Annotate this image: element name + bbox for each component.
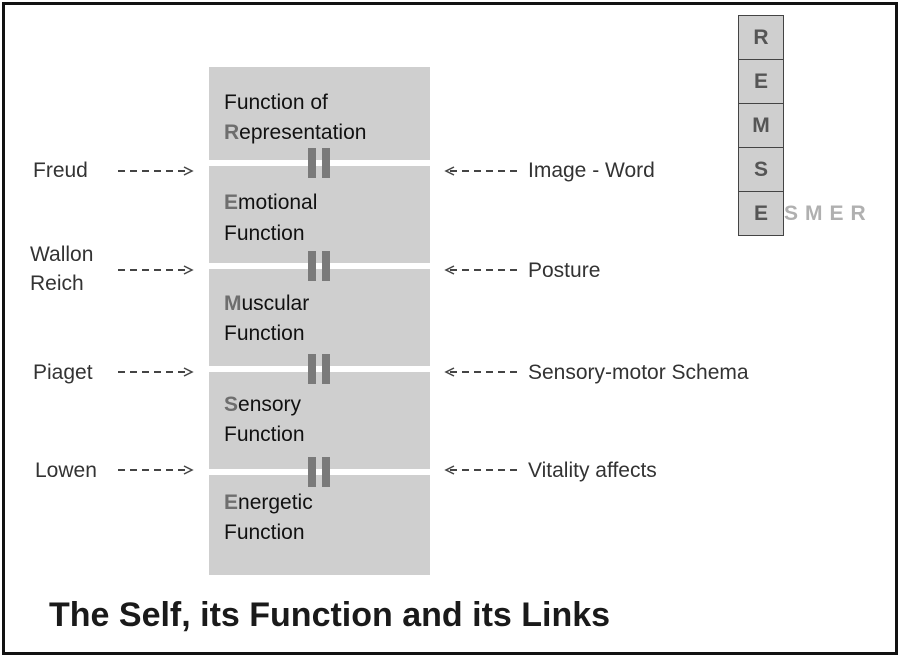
esmer-suffix: SMER xyxy=(784,202,873,225)
remse-letter-m: M xyxy=(738,104,784,148)
block-sensory-line2: Function xyxy=(224,423,305,446)
link-bars-1 xyxy=(308,148,330,178)
remse-letter-r: R xyxy=(738,15,784,60)
block-energetic-line2: Function xyxy=(224,521,305,544)
block-sensory-rest: ensory xyxy=(238,393,302,416)
block-emotional-rest: motional xyxy=(238,191,318,214)
left-link-freud: Freud xyxy=(33,159,88,182)
arrow-lowen xyxy=(118,465,194,475)
block-energetic-rest: nergetic xyxy=(238,491,313,514)
block-muscular-line2: Function xyxy=(224,322,305,345)
separator-2 xyxy=(209,263,430,269)
block-emotional-line1: Emotional xyxy=(224,188,317,218)
block-muscular-rest: uscular xyxy=(241,292,310,315)
initial-s: S xyxy=(224,393,239,416)
separator-4 xyxy=(209,469,430,475)
block-emotional: Emotional Function xyxy=(209,166,430,263)
right-link-posture: Posture xyxy=(528,259,601,282)
remse-letter-s: S xyxy=(738,148,784,192)
left-link-reich: Reich xyxy=(30,272,84,295)
block-energetic-line1: Energetic xyxy=(224,488,313,518)
separator-3 xyxy=(209,366,430,372)
left-link-wallon: Wallon xyxy=(30,243,94,266)
function-stack: Function of Representation Emotional Fun… xyxy=(209,67,430,575)
block-representation-line2: Representation xyxy=(224,118,366,148)
arrow-sensory-motor xyxy=(444,367,520,377)
block-muscular: Muscular Function xyxy=(209,269,430,366)
left-link-lowen: Lowen xyxy=(35,459,97,482)
arrow-piaget xyxy=(118,367,194,377)
remse-letter-e2: E xyxy=(738,192,784,236)
link-bars-4 xyxy=(308,457,330,487)
block-muscular-line1: Muscular xyxy=(224,289,309,319)
block-sensory: Sensory Function xyxy=(209,372,430,469)
arrow-image-word xyxy=(444,166,520,176)
initial-m: M xyxy=(224,292,242,315)
arrow-freud xyxy=(118,166,194,176)
block-representation-line1: Function of xyxy=(224,91,328,114)
remse-acronym: R E M S E xyxy=(738,15,784,236)
block-sensory-line1: Sensory xyxy=(224,390,301,420)
separator-1 xyxy=(209,160,430,166)
block-representation-rest: epresentation xyxy=(239,121,367,144)
initial-e-1: E xyxy=(224,191,239,214)
remse-letter-e: E xyxy=(738,60,784,104)
block-energetic: Energetic Function xyxy=(209,475,430,575)
arrow-vitality xyxy=(444,465,520,475)
left-link-piaget: Piaget xyxy=(33,361,93,384)
arrow-posture xyxy=(444,265,520,275)
diagram-title: The Self, its Function and its Links xyxy=(49,596,611,634)
right-link-image-word: Image - Word xyxy=(528,159,655,182)
right-link-vitality: Vitality affects xyxy=(528,459,657,482)
link-bars-3 xyxy=(308,354,330,384)
initial-e-2: E xyxy=(224,491,239,514)
link-bars-2 xyxy=(308,251,330,281)
initial-r: R xyxy=(224,121,240,144)
arrow-wallon-reich xyxy=(118,265,194,275)
block-representation: Function of Representation xyxy=(209,67,430,160)
right-link-sensory-motor: Sensory-motor Schema xyxy=(528,361,749,384)
block-emotional-line2: Function xyxy=(224,222,305,245)
